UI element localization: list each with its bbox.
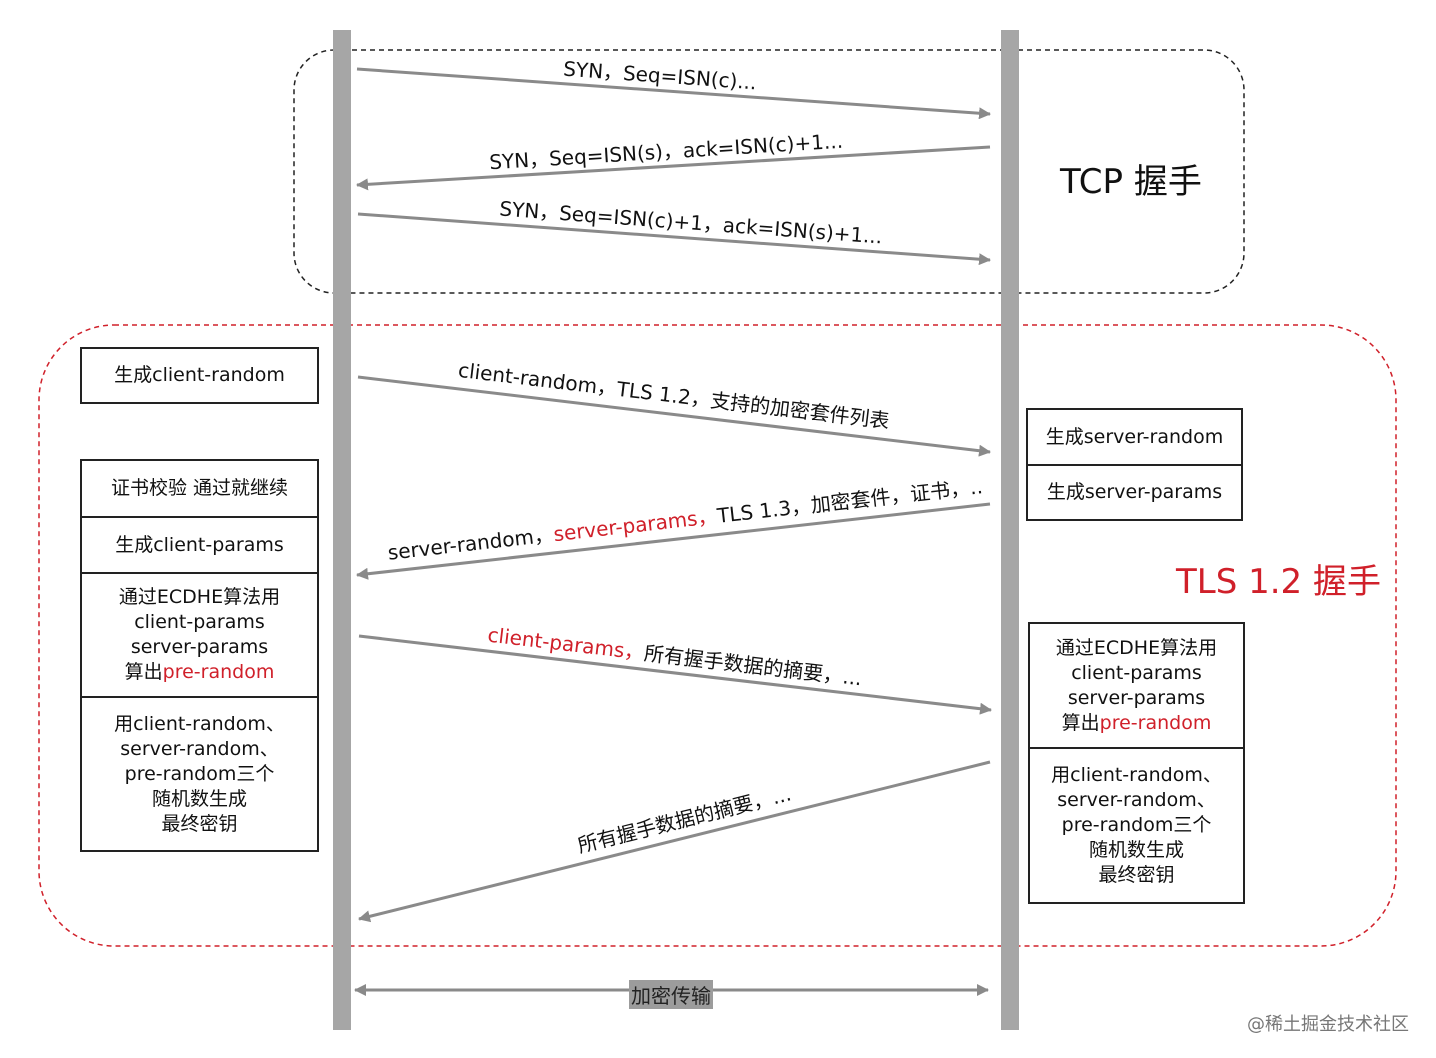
client-ecdhe-line1: 通过ECDHE算法用 bbox=[118, 586, 281, 608]
server-key-line3: pre-random三个 bbox=[1061, 814, 1212, 836]
client-cert-verify: 证书校验 通过就继续 bbox=[82, 461, 317, 518]
tls-region-title: TLS 1.2 握手 bbox=[1176, 562, 1381, 602]
server-steps-box: 通过ECDHE算法用 client-params server-params 算… bbox=[1028, 622, 1245, 904]
client-key-line3: pre-random三个 bbox=[124, 762, 275, 785]
client-key-line4: 随机数生成 bbox=[151, 787, 247, 810]
server-ecdhe-line1: 通过ECDHE算法用 bbox=[1055, 636, 1218, 659]
server-key-line5: 最终密钥 bbox=[1098, 864, 1175, 886]
arrow-server-finished bbox=[358, 760, 991, 923]
client-lifeline bbox=[333, 30, 351, 1030]
server-gen-box: 生成server-random 生成server-params bbox=[1026, 408, 1243, 521]
server-gen-random: 生成server-random bbox=[1028, 410, 1241, 466]
client-key-cell: 用client-random、 server-random、 pre-rando… bbox=[82, 698, 317, 850]
arrow-client-params bbox=[358, 634, 992, 715]
client-ecdhe-line2: client-params bbox=[134, 611, 265, 633]
server-ecdhe-cell: 通过ECDHE算法用 client-params server-params 算… bbox=[1030, 624, 1243, 749]
tcp-region-title: TCP 握手 bbox=[1060, 162, 1202, 202]
server-key-cell: 用client-random、 server-random、 pre-rando… bbox=[1030, 749, 1243, 902]
client-pre-random: pre-random bbox=[162, 661, 275, 683]
server-ecdhe-line3: server-params bbox=[1067, 686, 1206, 709]
client-gen-random-box: 生成client-random bbox=[80, 347, 319, 404]
tls-region-frame bbox=[38, 324, 1397, 947]
server-pre-random: pre-random bbox=[1099, 711, 1212, 734]
server-ecdhe-line2: client-params bbox=[1071, 661, 1202, 684]
server-key-line4: 随机数生成 bbox=[1088, 839, 1184, 861]
arrow-syn-ack bbox=[356, 145, 991, 191]
server-gen-params: 生成server-params bbox=[1046, 481, 1223, 503]
client-ecdhe-line3: server-params bbox=[130, 636, 269, 658]
client-key-line1: 用client-random、 bbox=[114, 712, 285, 735]
client-ecdhe-line4: 算出pre-random bbox=[124, 661, 275, 683]
server-lifeline bbox=[1001, 30, 1019, 1030]
arrow-client-hello bbox=[357, 375, 991, 457]
watermark: @稀土掘金技术社区 bbox=[1247, 1014, 1409, 1035]
server-key-line2: server-random、 bbox=[1057, 789, 1216, 811]
arrow-syn bbox=[356, 67, 991, 120]
arrow-ack bbox=[357, 212, 991, 266]
client-gen-random: 生成client-random bbox=[114, 364, 285, 386]
client-gen-params: 生成client-params bbox=[82, 518, 317, 574]
arrow-server-hello bbox=[356, 502, 991, 580]
tcp-region-frame bbox=[293, 49, 1245, 294]
server-ecdhe-line4: 算出pre-random bbox=[1061, 711, 1212, 734]
label-encrypted-transfer: 加密传输 bbox=[629, 980, 713, 1009]
client-key-line2: server-random、 bbox=[120, 737, 279, 760]
server-key-line1: 用client-random、 bbox=[1051, 764, 1222, 786]
client-key-line5: 最终密钥 bbox=[161, 812, 238, 835]
client-ecdhe-cell: 通过ECDHE算法用 client-params server-params 算… bbox=[82, 574, 317, 698]
client-steps-box: 证书校验 通过就继续 生成client-params 通过ECDHE算法用 cl… bbox=[80, 459, 319, 852]
